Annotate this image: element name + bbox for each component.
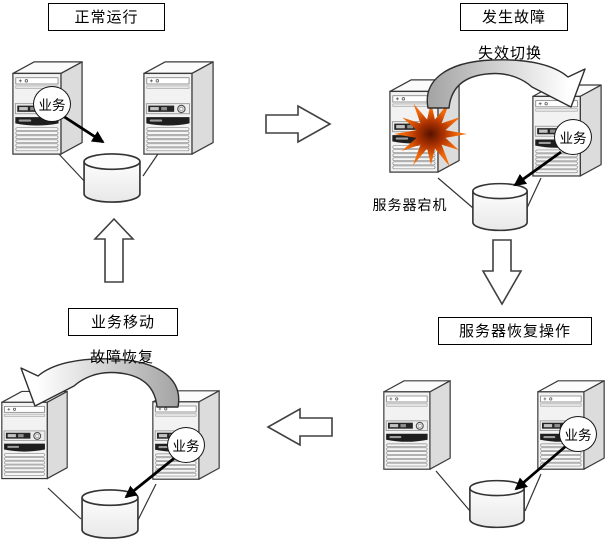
- server-down-label: 服务器宕机: [372, 198, 448, 214]
- flow-arrow-down-icon: [481, 239, 523, 306]
- service-badge: 业务: [559, 416, 597, 452]
- stage-label-normal: 正常运行: [48, 3, 165, 31]
- service-badge: 业务: [554, 119, 592, 155]
- failover-arc-arrow: [426, 59, 586, 109]
- flow-arrow-up-icon: [93, 217, 135, 283]
- stage-label-failure: 发生故障: [460, 3, 568, 31]
- server-tower-icon: [143, 61, 214, 155]
- database-cylinder-icon: [81, 489, 139, 539]
- database-cylinder-icon: [83, 153, 141, 203]
- disk-link-lines: [47, 147, 542, 523]
- stage-label-server-recovery: 服务器恢复操作: [438, 317, 592, 345]
- flow-arrow-left-icon: [266, 407, 333, 447]
- failure-recovery-label: 故障恢复: [89, 348, 154, 366]
- failover-label: 失效切换: [477, 44, 542, 62]
- server-tower-icon: [383, 380, 451, 470]
- database-cylinder-icon: [472, 182, 528, 232]
- flow-arrow-right-icon: [265, 104, 332, 144]
- flow-arrows: [93, 104, 523, 447]
- service-badge: 业务: [33, 86, 71, 122]
- burst-explosion-icon: [394, 101, 467, 167]
- stage-label-service-move: 业务移动: [68, 308, 178, 336]
- service-badge: 业务: [167, 427, 205, 463]
- service-access-arrows: [62, 114, 567, 499]
